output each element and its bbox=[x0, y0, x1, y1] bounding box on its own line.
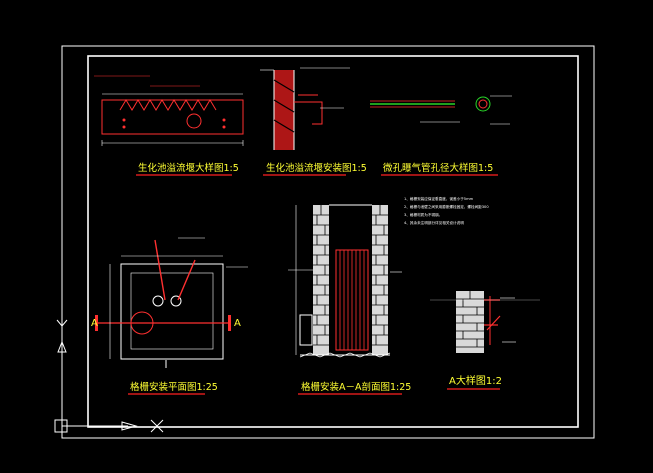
title-weir-detail: 生化池溢流堰大样图1:5 bbox=[138, 162, 239, 174]
note-line: 4、其余未注明部分详见相关设计说明 bbox=[404, 220, 464, 225]
title-weir-install: 生化池溢流堰安装图1:5 bbox=[266, 162, 367, 174]
note-line: 2、格栅与池壁之间采用膨胀螺栓固定，螺栓间距300 bbox=[404, 204, 489, 209]
inner-frame bbox=[87, 55, 579, 428]
title-detail-a: A大样图1:2 bbox=[449, 374, 502, 387]
notes-block: 1、格栅安装应保证垂直度，误差小于5mm 2、格栅与池壁之间采用膨胀螺栓固定，螺… bbox=[404, 196, 489, 225]
aeration-pipe-drawing bbox=[370, 95, 512, 125]
weir-detail-drawing bbox=[94, 75, 244, 146]
note-line: 3、格栅材质为不锈钢。 bbox=[404, 212, 442, 217]
detail-a-drawing bbox=[430, 291, 540, 353]
title-gate-plan: 格栅安装平面图1:25 bbox=[130, 381, 218, 393]
section-mark-left: A bbox=[91, 318, 98, 329]
section-mark-right: A bbox=[234, 318, 241, 329]
weir-install-drawing bbox=[260, 67, 350, 150]
ucs-icon bbox=[54, 319, 164, 433]
title-gate-section: 格栅安装A－A剖面图1:25 bbox=[301, 381, 411, 393]
gate-plan-drawing bbox=[95, 237, 248, 368]
note-line: 1、格栅安装应保证垂直度，误差小于5mm bbox=[404, 196, 474, 201]
title-aeration-pipe: 微孔曝气管孔径大样图1:5 bbox=[383, 162, 493, 174]
outer-frame bbox=[61, 45, 595, 439]
gate-section-drawing bbox=[288, 204, 402, 358]
